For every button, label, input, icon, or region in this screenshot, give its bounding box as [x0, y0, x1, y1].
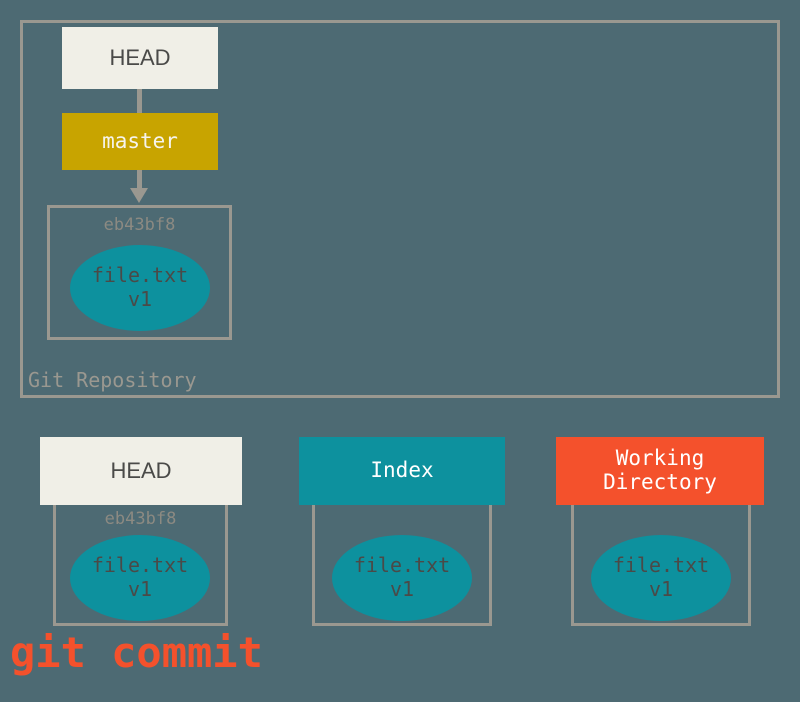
area-head-blob-filename: file.txt	[91, 553, 189, 578]
area-head-blob[interactable]: file.txt v1	[70, 535, 210, 621]
area-working-directory-blob-version: v1	[648, 577, 674, 601]
command-caption: git commit	[10, 628, 263, 677]
area-title-head[interactable]: HEAD	[40, 437, 242, 505]
git-repository-label: Git Repository	[28, 368, 197, 392]
area-index-blob-version: v1	[389, 577, 415, 601]
area-title-working-directory[interactable]: Working Directory	[556, 437, 764, 505]
repo-commit-box[interactable]	[47, 205, 232, 340]
head-to-master-connector	[137, 89, 142, 113]
repo-commit-blob-version: v1	[127, 287, 153, 311]
master-to-commit-connector	[137, 170, 142, 190]
repo-commit-blob[interactable]: file.txt v1	[70, 245, 210, 331]
master-to-commit-arrowhead	[130, 188, 148, 203]
area-index-blob-filename: file.txt	[353, 553, 451, 578]
area-working-directory-blob[interactable]: file.txt v1	[591, 535, 731, 621]
area-title-working-directory-line1: Working	[615, 446, 705, 471]
area-title-working-directory-line2: Directory	[603, 470, 717, 494]
area-title-index[interactable]: Index	[299, 437, 505, 505]
area-index-blob[interactable]: file.txt v1	[332, 535, 472, 621]
repo-head-box[interactable]: HEAD	[62, 27, 218, 89]
repo-master-box[interactable]: master	[62, 113, 218, 170]
area-working-directory-blob-filename: file.txt	[612, 553, 710, 578]
repo-commit-blob-filename: file.txt	[91, 263, 189, 288]
git-repository-frame	[20, 20, 780, 398]
area-head-sha: eb43bf8	[104, 509, 177, 529]
area-head-blob-version: v1	[127, 577, 153, 601]
repo-commit-sha: eb43bf8	[103, 215, 176, 235]
